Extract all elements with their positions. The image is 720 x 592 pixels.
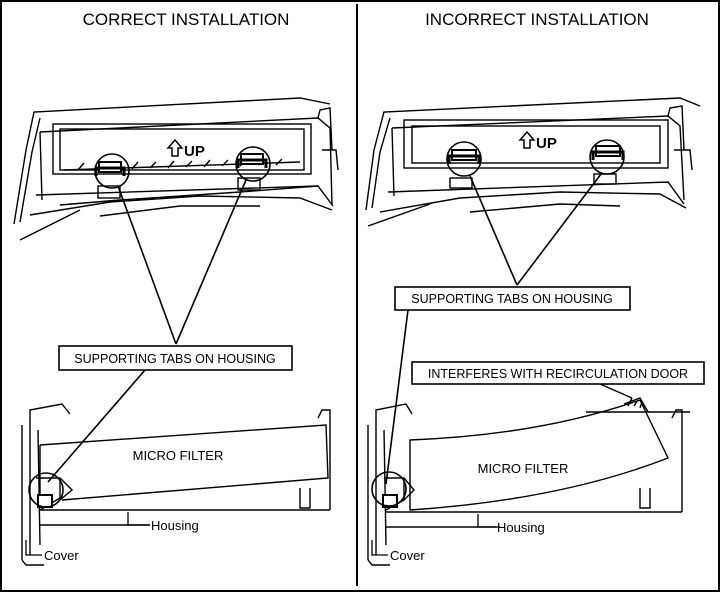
up-arrow-icon xyxy=(166,138,184,157)
correct-up-label: UP xyxy=(184,143,205,160)
correct-housing-label: Housing xyxy=(151,518,199,533)
correct-callout-box xyxy=(58,345,293,371)
incorrect-tab-circle-right xyxy=(589,139,625,175)
incorrect-cover-label: Cover xyxy=(390,548,425,563)
incorrect-tab-detail xyxy=(382,494,398,508)
incorrect-callout: SUPPORTING TABS ON HOUSING xyxy=(411,292,612,306)
correct-top-view xyxy=(13,97,339,241)
correct-filter-label: MICRO FILTER xyxy=(133,448,224,463)
incorrect-up-label: UP xyxy=(536,135,557,152)
interference-callout: INTERFERES WITH RECIRCULATION DOOR xyxy=(428,367,688,381)
incorrect-panel: INCORRECT INSTALLATION xyxy=(365,10,705,566)
up-arrow-icon xyxy=(518,130,536,149)
incorrect-top-view xyxy=(365,97,701,227)
incorrect-section-view xyxy=(367,397,690,566)
correct-callout: SUPPORTING TABS ON HOUSING xyxy=(74,352,275,366)
incorrect-tab-circle-left xyxy=(446,141,482,177)
incorrect-leader-lines xyxy=(385,173,602,485)
incorrect-section-circle xyxy=(371,471,407,507)
correct-section-view xyxy=(21,403,331,566)
incorrect-filter-label: MICRO FILTER xyxy=(478,461,569,476)
interference-callout-box xyxy=(411,361,705,385)
correct-tab-circle-right xyxy=(235,146,271,182)
correct-panel: CORRECT INSTALLATION xyxy=(13,10,339,566)
correct-cover-label: Cover xyxy=(44,548,79,563)
incorrect-housing-label: Housing xyxy=(497,520,545,535)
correct-tab-circle-left xyxy=(94,153,130,189)
incorrect-callout-box xyxy=(394,286,631,311)
incorrect-heading: INCORRECT INSTALLATION xyxy=(425,10,649,29)
correct-section-circle xyxy=(28,472,64,508)
correct-heading: CORRECT INSTALLATION xyxy=(83,10,290,29)
correct-leader-lines xyxy=(47,179,247,483)
